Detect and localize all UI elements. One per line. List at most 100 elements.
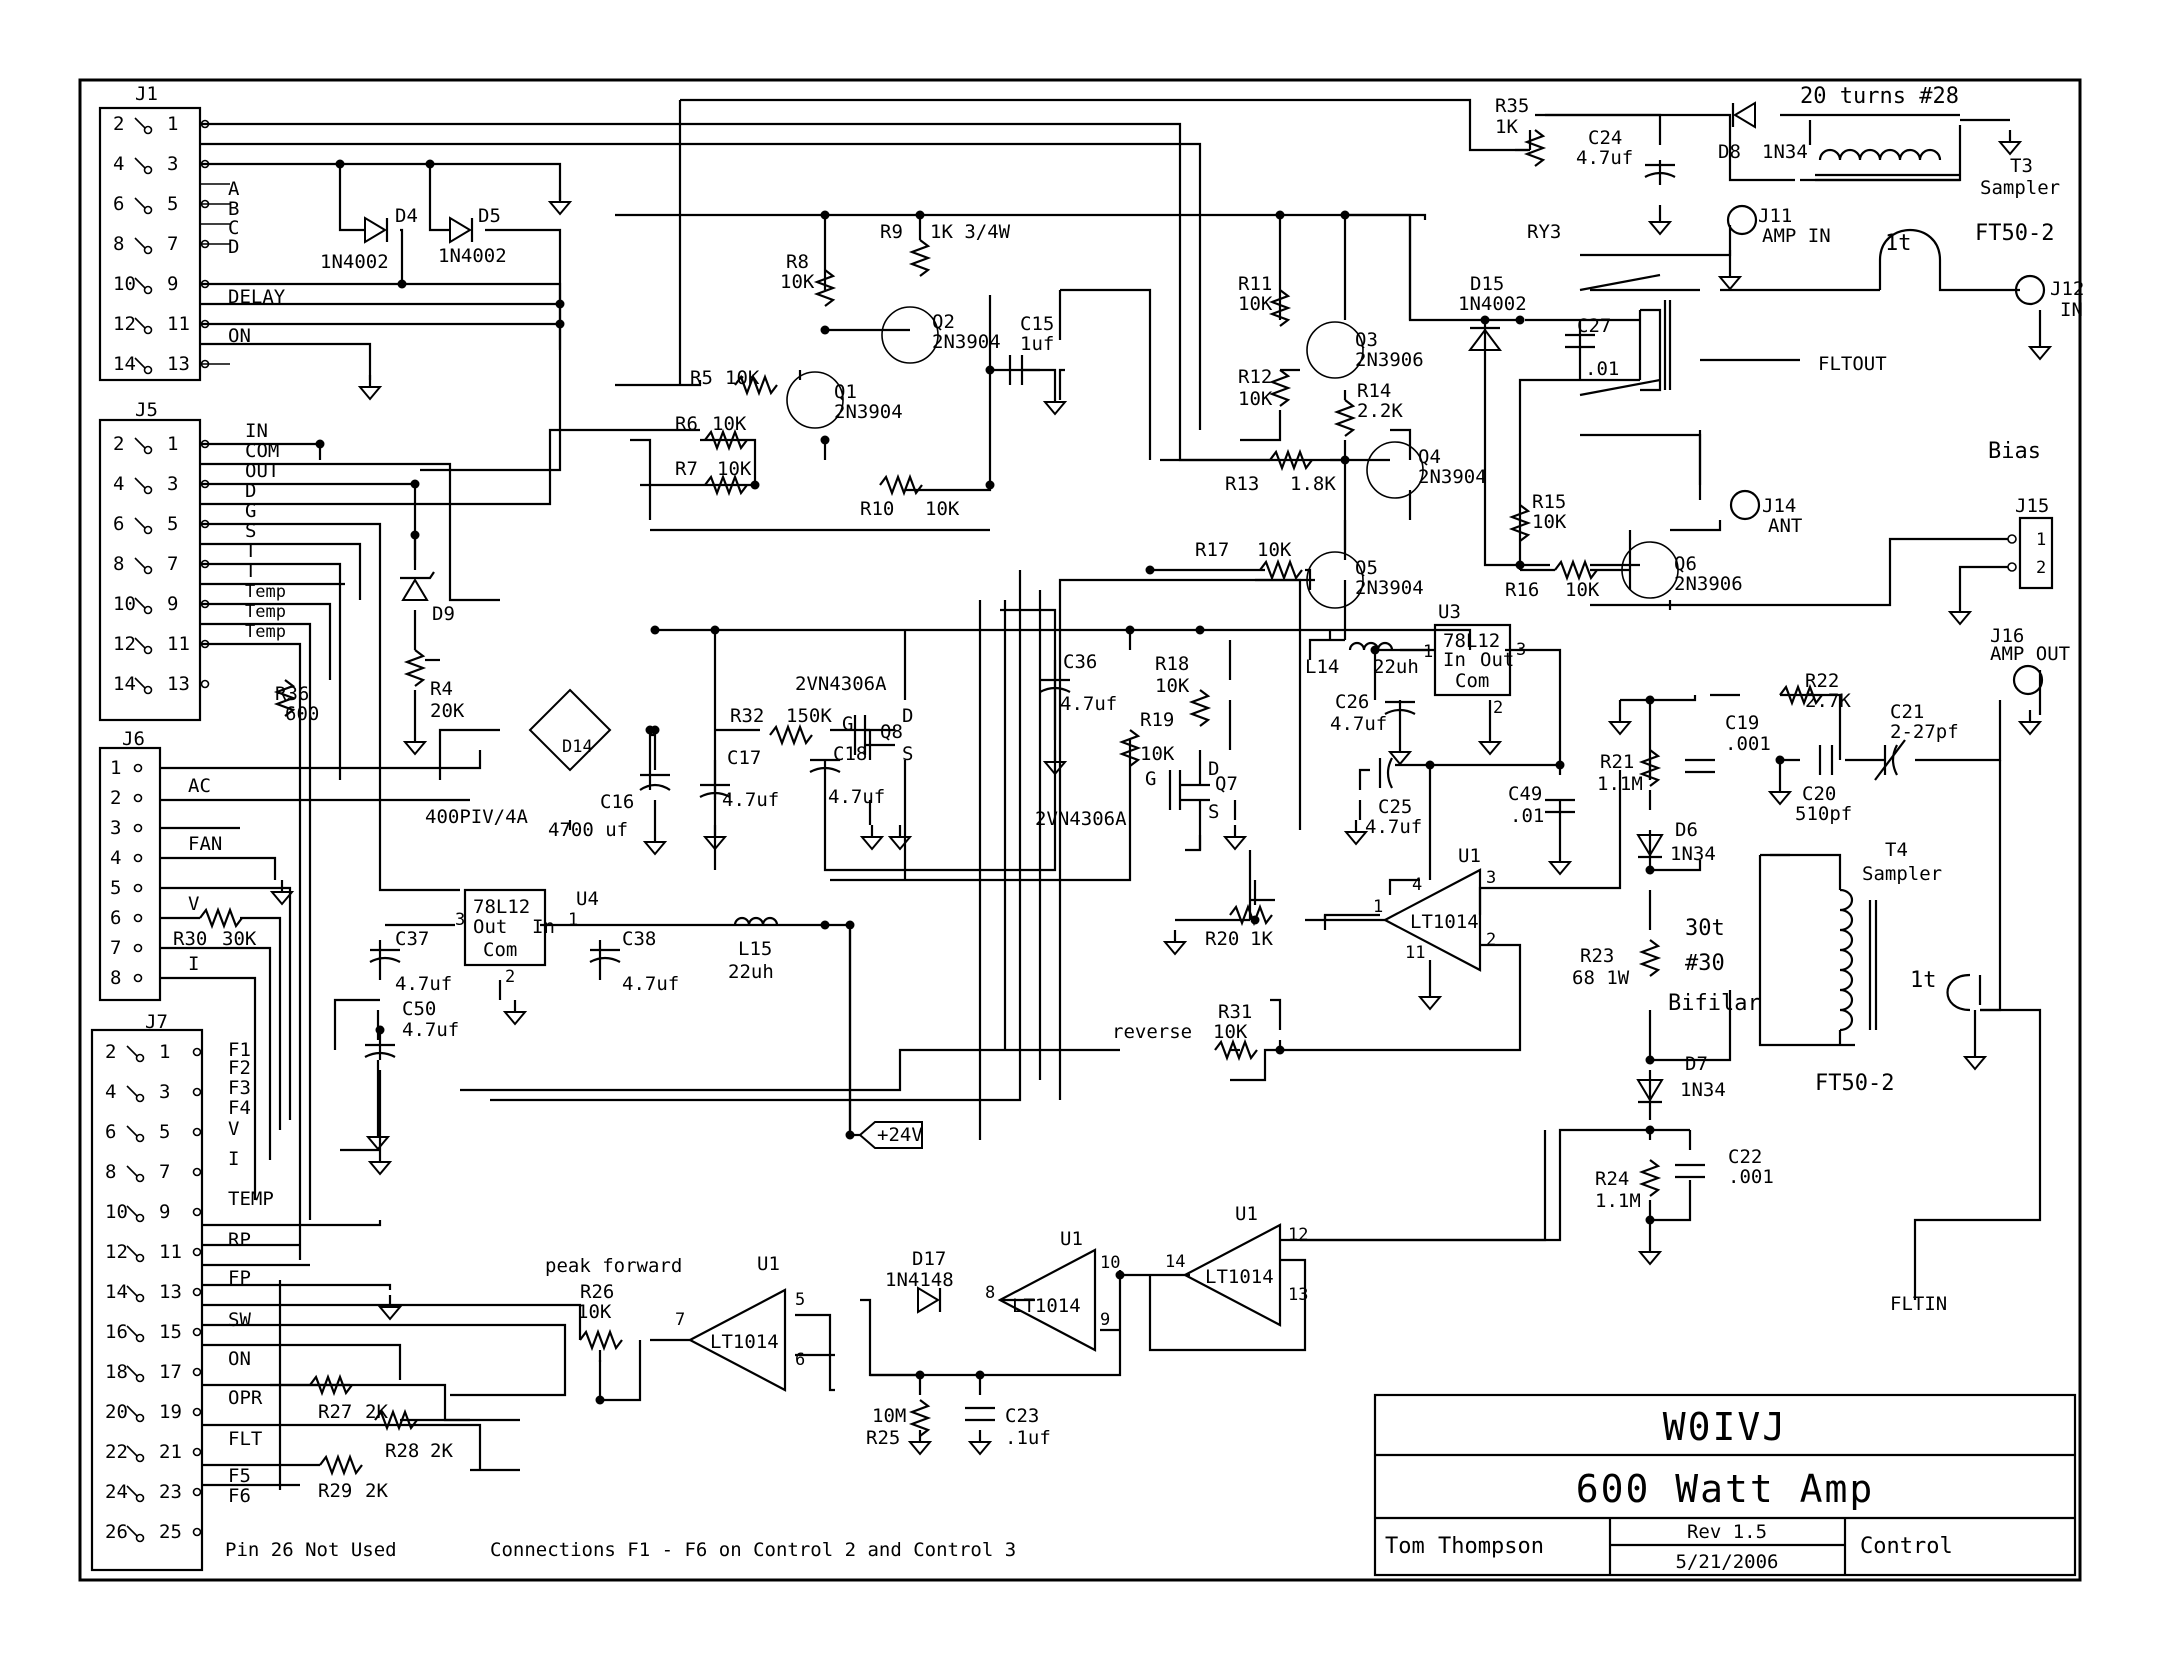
j7-signal-flt: FLT — [228, 1428, 262, 1450]
c27-ref: C27 — [1577, 315, 1611, 337]
j16-jack — [2012, 664, 2044, 696]
svg-text:3: 3 — [455, 910, 465, 930]
j7-signal-on: ON — [228, 1348, 251, 1370]
j7-pin-12: 12 — [105, 1241, 128, 1263]
svg-text:3: 3 — [1486, 868, 1496, 888]
j7-pin-8: 8 — [105, 1161, 116, 1183]
j7-signal-f1: F1 — [228, 1039, 251, 1061]
j7-signal-opr: OPR — [228, 1387, 263, 1409]
title-revision: Rev 1.5 — [1687, 1521, 1767, 1543]
q6-ref: Q6 — [1674, 553, 1697, 575]
c17-ref: C17 — [727, 747, 761, 769]
c49-ref: C49 — [1508, 783, 1542, 805]
r30-value: 30K — [222, 928, 257, 950]
r26-ref: R26 — [580, 1281, 614, 1303]
l15-ref: L15 — [738, 938, 772, 960]
r18-ref: R18 — [1155, 653, 1189, 675]
j7-pin-15: 15 — [159, 1321, 182, 1343]
q5-value: 2N3904 — [1355, 577, 1424, 599]
d14-ref: D14 — [562, 737, 593, 757]
j16-ref: J16 — [1990, 625, 2024, 647]
j1-pin-13: 13 — [167, 353, 190, 375]
j1-ref: J1 — [135, 83, 158, 105]
j5-signal-temp1: Temp — [245, 582, 286, 602]
q8-ref: Q8 — [880, 721, 903, 743]
svg-text:12: 12 — [1288, 1225, 1308, 1245]
j12-jack — [2014, 274, 2046, 306]
j1-pin-9: 9 — [167, 273, 178, 295]
r19-ref: R19 — [1140, 709, 1174, 731]
svg-text:2: 2 — [2036, 558, 2046, 578]
svg-text:9: 9 — [1100, 1310, 1110, 1330]
c21-value: 2-27pf — [1890, 721, 1959, 743]
r28-value: 2K — [430, 1440, 453, 1462]
svg-text:D: D — [1208, 758, 1219, 780]
r6-value: 10K — [712, 413, 747, 435]
svg-text:6: 6 — [795, 1350, 805, 1370]
connector-j15: J15 1 2 — [1590, 495, 2054, 626]
c19-value: .001 — [1725, 733, 1771, 755]
d17-ref: D17 — [912, 1248, 946, 1270]
j1-pin-2: 2 — [113, 113, 124, 135]
d9-ref: D9 — [432, 603, 455, 625]
c16-ref: C16 — [600, 791, 634, 813]
j5-signal-t2: T — [245, 560, 256, 582]
ft2-turns: 1t — [1910, 968, 1937, 993]
j5-pin-14: 14 — [113, 673, 136, 695]
r15-value: 10K — [1532, 511, 1567, 533]
u1a-value: LT1014 — [1410, 911, 1479, 933]
j7-pin-4: 4 — [105, 1081, 116, 1103]
r16-value: 10K — [1565, 579, 1600, 601]
u4-in: In — [532, 916, 555, 938]
j1-signal-d: D — [228, 236, 239, 258]
j1-pin-12: 12 — [113, 313, 136, 335]
j7-pin-3: 3 — [159, 1081, 170, 1103]
j5-ref: J5 — [135, 399, 158, 421]
j14-label: ANT — [1768, 515, 1802, 537]
d8-ref: D8 — [1718, 141, 1741, 163]
c19-ref: C19 — [1725, 712, 1759, 734]
svg-text:2: 2 — [505, 967, 515, 987]
u1d-value: LT1014 — [1205, 1266, 1274, 1288]
r10-ref: R10 — [860, 498, 894, 520]
svg-text:1: 1 — [2036, 530, 2046, 550]
sheet-border — [78, 78, 2082, 1582]
u4-com: Com — [483, 939, 517, 961]
c25-ref: C25 — [1378, 796, 1412, 818]
svg-text:S: S — [1208, 801, 1219, 823]
j5-pin-13: 13 — [167, 673, 190, 695]
j1-signal-on: ON — [228, 325, 251, 347]
j7-pin-24: 24 — [105, 1481, 128, 1503]
j7-pin-18: 18 — [105, 1361, 128, 1383]
q7-ref: Q7 — [1215, 773, 1238, 795]
r28-ref: R28 — [385, 1440, 419, 1462]
d4-value: 1N4002 — [320, 251, 389, 273]
ft2-ref: FT50-2 — [1815, 1071, 1894, 1096]
j16-label: AMP OUT — [1990, 643, 2070, 665]
ft1-ref: FT50-2 — [1975, 221, 2054, 246]
t4-bifilar: Bifilar — [1668, 991, 1761, 1016]
note-pin26: Pin 26 Not Used — [225, 1539, 397, 1561]
j14-jack — [1729, 489, 1761, 521]
t3-value: Sampler — [1980, 177, 2060, 199]
ft1-turns: 1t — [1885, 231, 1912, 256]
r13-ref: R13 — [1225, 473, 1259, 495]
c16-value: 4700 uf — [548, 819, 628, 841]
c26-ref: C26 — [1335, 691, 1369, 713]
j7-signal-fp: FP — [228, 1267, 251, 1289]
c37-value: 4.7uf — [395, 973, 452, 995]
j7-signal-f6: F6 — [228, 1485, 251, 1507]
fltin-label: FLTIN — [1890, 1293, 1947, 1315]
u1c-ref: U1 — [1060, 1228, 1083, 1250]
u3-com: Com — [1455, 670, 1489, 692]
svg-text:1: 1 — [1373, 897, 1383, 917]
j6-signal-i: I — [188, 953, 199, 975]
j5-pin-11: 11 — [167, 633, 190, 655]
r12-ref: R12 — [1238, 366, 1272, 388]
j5-pin-10: 10 — [113, 593, 136, 615]
r8-value: 10K — [780, 271, 815, 293]
r21-ref: R21 — [1600, 751, 1634, 773]
t3-ref: T3 — [2010, 155, 2033, 177]
u4-out: Out — [473, 916, 507, 938]
d5-ref: D5 — [478, 205, 501, 227]
